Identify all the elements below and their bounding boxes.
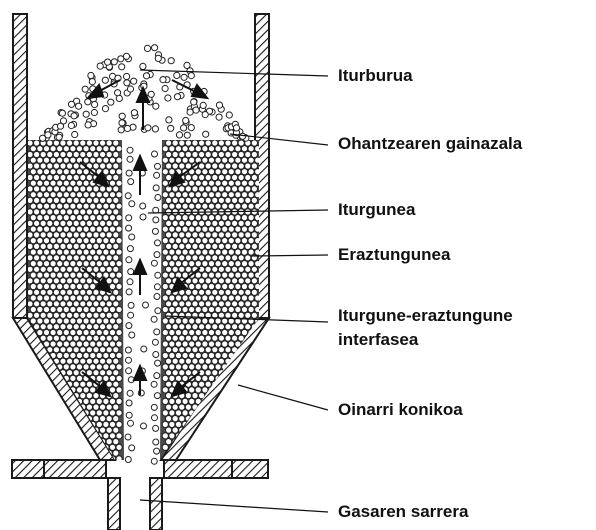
label-interface-line2: interfasea <box>338 330 418 350</box>
label-spout: Iturgunea <box>338 200 415 220</box>
leader-gas-inlet <box>140 500 328 512</box>
left-column-wall <box>13 14 27 318</box>
leader-fountain <box>140 70 328 76</box>
inlet-pipe-left-wall <box>108 478 120 530</box>
spout-region <box>122 140 162 464</box>
label-bed-surface: Ohantzearen gainazala <box>338 134 522 154</box>
leader-conical-base <box>238 385 328 410</box>
label-interface-line1: Iturgune-eraztungune <box>338 306 513 326</box>
left-flange <box>12 460 106 478</box>
label-annulus: Eraztungunea <box>338 245 450 265</box>
right-flange <box>164 460 268 478</box>
label-fountain: Iturburua <box>338 66 413 86</box>
inlet-pipe-right-wall <box>150 478 162 530</box>
label-conical-base: Oinarri konikoa <box>338 400 463 420</box>
label-gas-inlet: Gasaren sarrera <box>338 502 468 522</box>
